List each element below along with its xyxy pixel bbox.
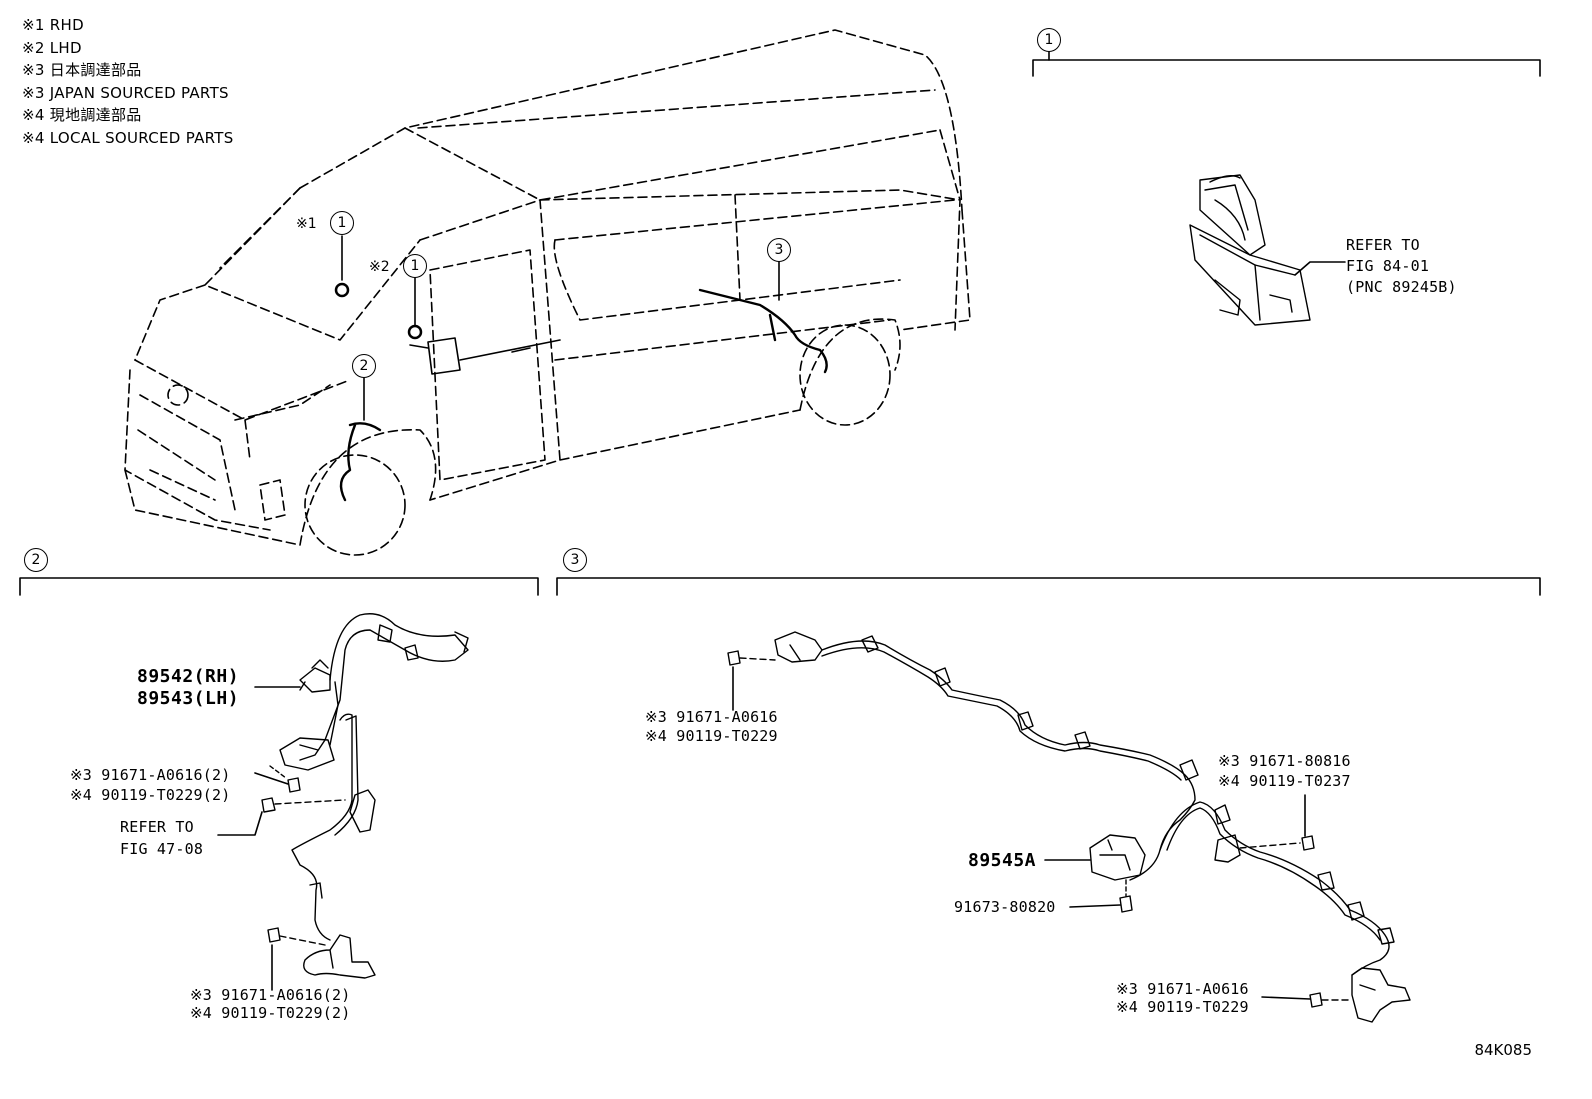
- section2-bracket: [19, 577, 539, 596]
- part-89545a[interactable]: 89545A: [968, 850, 1037, 871]
- front-wire-harness: [279, 613, 469, 979]
- bolt-bottom-japan[interactable]: ※3 91671-A0616(2): [190, 986, 351, 1004]
- callout-2-van[interactable]: 2: [352, 354, 376, 378]
- section2-refer-line2[interactable]: FIG 47-08: [120, 840, 204, 858]
- rear-wire-harness: [774, 631, 1411, 1023]
- bolt-d-japan[interactable]: ※3 91671-A0616: [1116, 980, 1249, 998]
- side-mirror: [427, 337, 461, 375]
- sensor-module-ecu: [1189, 174, 1311, 326]
- bolt-d-local[interactable]: ※4 90119-T0229: [1116, 998, 1249, 1016]
- lhd-marker: ※2: [369, 259, 390, 275]
- bolt-b-local[interactable]: ※4 90119-T0237: [1218, 772, 1351, 790]
- note-japan-en: ※3 JAPAN SOURCED PARTS: [22, 83, 229, 102]
- note-japan-jp: ※3 日本調達部品: [22, 61, 142, 80]
- note-local-jp: ※4 現地調達部品: [22, 106, 142, 125]
- part-89542-rh[interactable]: 89542(RH): [137, 666, 240, 687]
- bolt-bottom-local[interactable]: ※4 90119-T0229(2): [190, 1004, 351, 1022]
- footnotes-legend: ※1 RHD ※2 LHD ※3 日本調達部品 ※3 JAPAN SOURCED…: [22, 14, 234, 150]
- front-bolts: [261, 765, 346, 946]
- rear-bolts: [727, 650, 1353, 1008]
- section1-refer: REFER TO FIG 84-01 (PNC 89245B): [1346, 235, 1457, 298]
- note-local-en: ※4 LOCAL SOURCED PARTS: [22, 128, 234, 147]
- callout-1-section[interactable]: 1: [1037, 28, 1061, 52]
- section1-refer-line1: REFER TO: [1346, 236, 1420, 254]
- note-lhd: ※2 LHD: [22, 38, 82, 57]
- bolt-top-japan[interactable]: ※3 91671-A0616(2): [70, 766, 231, 784]
- section1-refer-line2[interactable]: FIG 84-01: [1346, 257, 1430, 275]
- rear-wire-on-van: [698, 288, 828, 374]
- callout-2-section[interactable]: 2: [24, 548, 48, 572]
- section2-refer-line1: REFER TO: [120, 818, 194, 836]
- bolt-top-local[interactable]: ※4 90119-T0229(2): [70, 786, 231, 804]
- part-89543-lh[interactable]: 89543(LH): [137, 688, 240, 709]
- section1-bracket: [1032, 59, 1541, 77]
- callout-1-rhd[interactable]: 1: [330, 211, 354, 235]
- note-rhd: ※1 RHD: [22, 16, 84, 34]
- section3-bracket: [556, 577, 1541, 596]
- callout-3-section[interactable]: 3: [563, 548, 587, 572]
- van-illustration: [124, 29, 971, 556]
- section1-refer-line3: (PNC 89245B): [1346, 278, 1457, 296]
- figure-code: 84K085: [1474, 1041, 1532, 1059]
- rhd-marker: ※1: [296, 216, 317, 232]
- callout-1-lhd[interactable]: 1: [403, 254, 427, 278]
- callout-3-van[interactable]: 3: [767, 238, 791, 262]
- bolt-a-japan[interactable]: ※3 91671-A0616: [645, 708, 778, 726]
- bolt-a-local[interactable]: ※4 90119-T0229: [645, 727, 778, 745]
- bolt-b-japan[interactable]: ※3 91671-80816: [1218, 752, 1351, 770]
- bolt-c[interactable]: 91673-80820: [954, 898, 1056, 916]
- front-wire-on-van: [339, 422, 382, 502]
